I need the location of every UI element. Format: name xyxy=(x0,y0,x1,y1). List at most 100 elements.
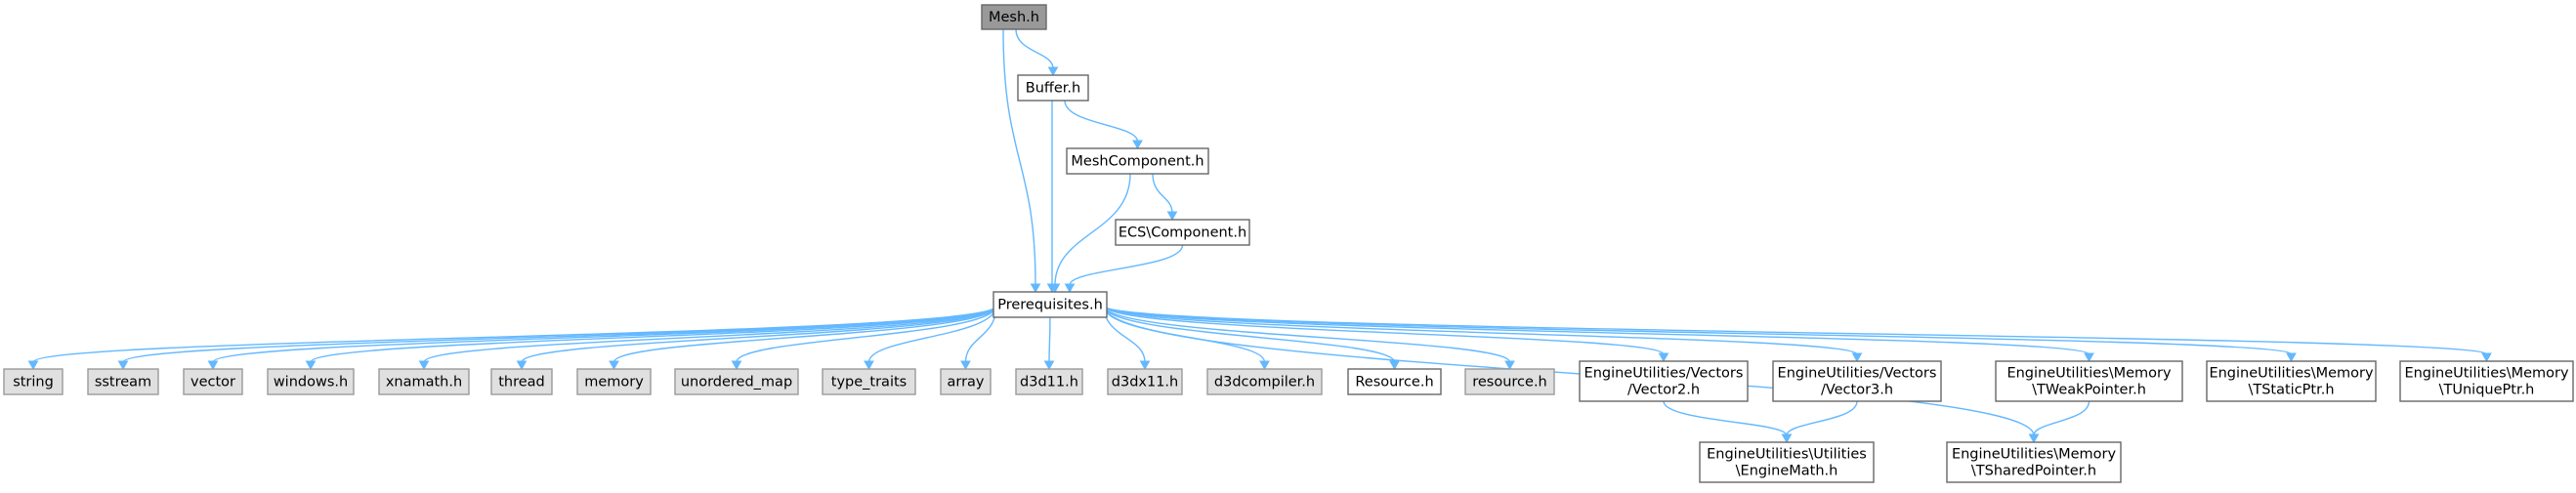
node-type-traits[interactable]: type_traits xyxy=(822,368,916,395)
node-tstatic[interactable]: EngineUtilities\Memory\TStaticPtr.h xyxy=(2206,360,2377,402)
node-box xyxy=(1107,368,1183,395)
node-thread[interactable]: thread xyxy=(490,368,553,395)
edge-prerequisites-to-tstatic xyxy=(1103,305,2297,363)
edge-buffer-to-prerequisites xyxy=(1046,101,1058,294)
node-label: EngineUtilities\Memory xyxy=(1952,447,2117,463)
edge-line xyxy=(423,305,997,363)
node-label: d3dx11.h xyxy=(1112,375,1178,390)
node-mesh[interactable]: Mesh.h xyxy=(981,4,1047,30)
node-box xyxy=(1772,360,1942,402)
edge-arrowhead xyxy=(117,360,129,371)
node-vector2[interactable]: EngineUtilities/Vectors/Vector2.h xyxy=(1579,360,1749,402)
node-buffer[interactable]: Buffer.h xyxy=(1017,74,1089,102)
node-vector3[interactable]: EngineUtilities/Vectors/Vector3.h xyxy=(1772,360,1942,402)
node-label: windows.h xyxy=(274,375,348,390)
node-tunique[interactable]: EngineUtilities\Memory\TUniquePtr.h xyxy=(2399,360,2574,402)
node-label: unordered_map xyxy=(681,375,792,390)
node-sstream[interactable]: sstream xyxy=(87,368,159,395)
node-box xyxy=(3,368,63,395)
node-d3dx11[interactable]: d3dx11.h xyxy=(1107,368,1183,395)
edge-line xyxy=(521,305,997,363)
edge-arrowhead xyxy=(2084,352,2094,363)
node-d3dcompiler[interactable]: d3dcompiler.h xyxy=(1206,368,1323,395)
edge-line xyxy=(310,305,997,363)
edge-arrowhead xyxy=(1166,211,1178,222)
node-ecscomponent[interactable]: ECS\Component.h xyxy=(1115,219,1250,246)
node-label: \TStaticPtr.h xyxy=(2248,383,2334,398)
node-prerequisites[interactable]: Prerequisites.h xyxy=(992,291,1108,318)
node-resource[interactable]: Resource.h xyxy=(1347,368,1442,395)
edge-prerequisites-to-resource xyxy=(1103,305,1400,371)
node-label: /Vector3.h xyxy=(1821,383,1893,398)
node-box xyxy=(267,368,355,395)
node-box xyxy=(981,4,1047,30)
node-label: MeshComponent.h xyxy=(1071,154,1204,170)
node-tshared[interactable]: EngineUtilities\Memory\TSharedPointer.h xyxy=(1946,441,2122,483)
node-windows[interactable]: windows.h xyxy=(267,368,355,395)
edge-arrowhead xyxy=(864,360,874,371)
node-label: sstream xyxy=(95,375,151,390)
edge-line xyxy=(1152,173,1173,214)
edge-prerequisites-to-thread xyxy=(516,305,997,371)
edge-arrowhead xyxy=(1047,66,1059,77)
node-box xyxy=(674,368,799,395)
node-resource-lc[interactable]: resource.h xyxy=(1464,368,1555,395)
node-meshcomponent[interactable]: MeshComponent.h xyxy=(1066,147,1209,175)
node-label: d3dcompiler.h xyxy=(1214,375,1315,390)
edge-line xyxy=(32,305,997,363)
node-string[interactable]: string xyxy=(3,368,63,395)
node-unordered-map[interactable]: unordered_map xyxy=(674,368,799,395)
node-label: thread xyxy=(498,375,545,390)
node-box xyxy=(1017,74,1089,102)
edge-meshcomponent-to-prerequisites xyxy=(1049,173,1131,294)
node-label: EngineUtilities\Memory xyxy=(2006,366,2172,382)
node-label: EngineUtilities\Memory xyxy=(2209,366,2374,382)
node-vector[interactable]: vector xyxy=(183,368,243,395)
node-box xyxy=(1464,368,1555,395)
edge-arrowhead xyxy=(1389,360,1400,371)
edge-arrowhead xyxy=(1139,360,1151,371)
node-label: EngineUtilities/Vectors xyxy=(1584,366,1744,382)
node-memory[interactable]: memory xyxy=(576,368,652,395)
edge-line xyxy=(1069,244,1184,286)
edge-vector2-to-enginemath xyxy=(1663,400,1793,444)
edge-arrowhead xyxy=(1049,283,1061,294)
node-box xyxy=(1946,441,2122,483)
edge-prerequisites-to-memory xyxy=(609,305,997,371)
edge-line xyxy=(212,305,997,363)
node-label: vector xyxy=(190,375,235,390)
node-label: \EngineMath.h xyxy=(1736,464,1838,479)
edge-line xyxy=(1103,305,1858,355)
node-box xyxy=(378,368,470,395)
node-label: Resource.h xyxy=(1355,375,1433,390)
edge-arrowhead xyxy=(609,360,619,371)
node-label: string xyxy=(13,375,54,390)
edge-tweak-to-tshared xyxy=(2028,400,2090,444)
node-enginemath[interactable]: EngineUtilities\Utilities\EngineMath.h xyxy=(1699,441,1875,483)
edge-line xyxy=(1103,305,1511,363)
node-label: /Vector2.h xyxy=(1627,383,1700,398)
edge-arrowhead xyxy=(731,360,742,371)
node-box xyxy=(87,368,159,395)
node-label: \TWeakPointer.h xyxy=(2032,383,2146,398)
edge-line xyxy=(1048,316,1051,363)
node-label: Buffer.h xyxy=(1026,81,1080,97)
node-box xyxy=(183,368,243,395)
node-box xyxy=(1115,219,1250,246)
node-d3d11[interactable]: d3d11.h xyxy=(1015,368,1083,395)
edge-arrowhead xyxy=(960,360,971,371)
edge-arrowhead xyxy=(1043,360,1055,371)
node-xnamath[interactable]: xnamath.h xyxy=(378,368,470,395)
edge-line xyxy=(1103,305,2293,355)
node-label: \TSharedPointer.h xyxy=(1971,464,2096,479)
edge-arrowhead xyxy=(1658,352,1669,363)
edge-arrowhead xyxy=(305,360,317,371)
node-label: Mesh.h xyxy=(989,10,1039,25)
node-box xyxy=(940,368,992,395)
edge-line xyxy=(1663,400,1788,436)
node-tweak[interactable]: EngineUtilities\Memory\TWeakPointer.h xyxy=(1995,360,2183,402)
edge-line xyxy=(1103,305,1665,355)
edge-vector3-to-enginemath xyxy=(1781,400,1858,444)
node-array[interactable]: array xyxy=(940,368,992,395)
node-box xyxy=(1347,368,1442,395)
